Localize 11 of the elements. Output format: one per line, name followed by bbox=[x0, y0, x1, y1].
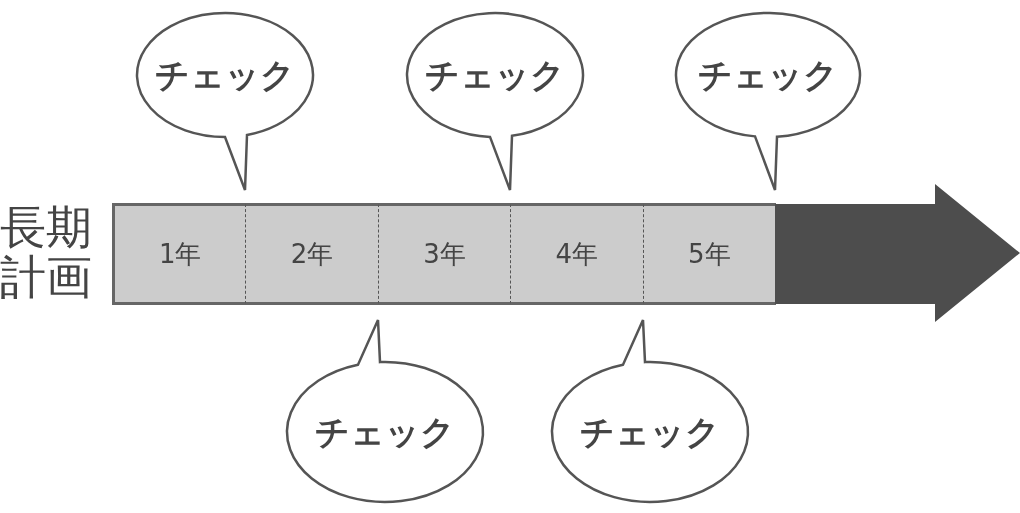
year-cell: 3年 bbox=[377, 204, 511, 304]
year-cell: 1年 bbox=[113, 204, 246, 304]
year-cell: 4年 bbox=[510, 204, 643, 304]
timeline-label: 長期計画 bbox=[0, 202, 93, 302]
bubble-text: チェック bbox=[154, 54, 296, 97]
bubble-text: チェック bbox=[424, 54, 566, 97]
year-cell: 5年 bbox=[642, 204, 775, 304]
year-cell: 2年 bbox=[245, 204, 378, 304]
bubble-text: チェック bbox=[579, 411, 721, 454]
bubble-text: チェック bbox=[314, 411, 456, 454]
bubble-text: チェック bbox=[697, 54, 839, 97]
